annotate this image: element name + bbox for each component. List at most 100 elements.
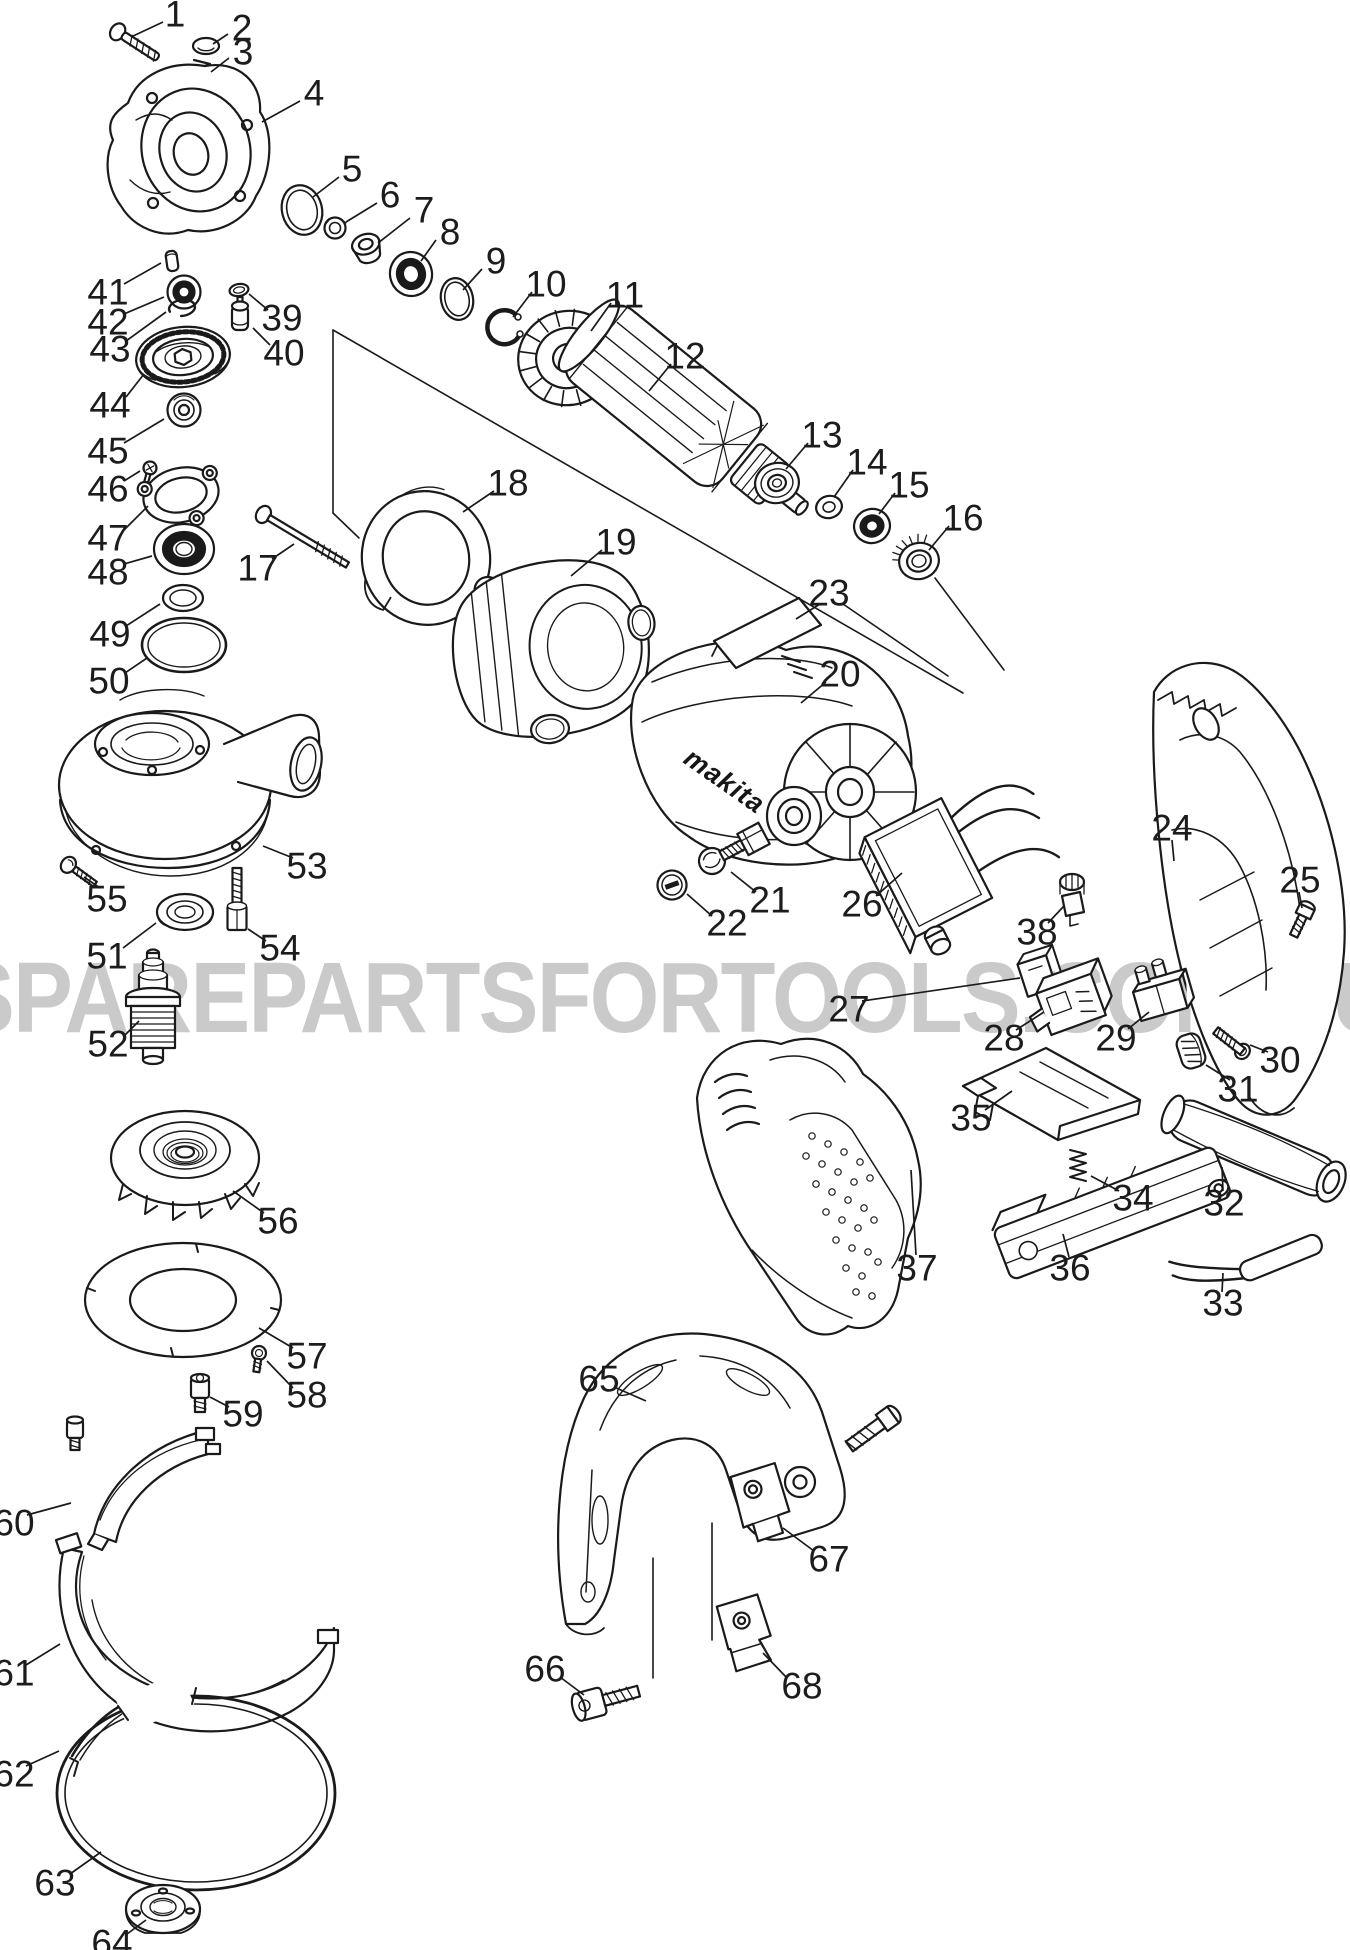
part-41-pin [164,249,180,273]
callout-26: 26 [841,884,882,925]
part-32-grip-tube [1160,1094,1347,1203]
leader-line-57 [258,1327,294,1349]
leader-line-34 [1090,1175,1120,1192]
callout-42: 42 [87,302,128,343]
part-59-socket-screw [189,1372,211,1414]
callout-24: 24 [1151,808,1192,849]
part-4-gear-housing [106,63,271,235]
part-49-felt-ring [161,583,205,613]
leader-line-36 [1062,1233,1070,1258]
diagram-art: makita [54,22,1347,1935]
callout-34: 34 [1112,1178,1153,1219]
callout-44: 44 [89,385,130,426]
leader-line-19 [570,549,603,577]
callout-22: 22 [706,903,747,944]
leader-line-56 [232,1190,265,1214]
part-28-switch [1028,957,1113,1037]
part-23-nameplate [712,596,823,670]
callout-40: 40 [263,333,304,374]
callout-16: 16 [942,498,983,539]
leader-line-60 [26,1502,72,1516]
part-40-oil-cap [230,295,250,332]
leader-line-27 [861,977,1021,1002]
callout-17: 17 [237,548,278,589]
part-36-switch-base [991,1146,1231,1280]
leader-line-54 [247,928,267,942]
part-56-pad-flange [109,1109,261,1221]
callout-62: 62 [0,1754,35,1795]
callout-45: 45 [87,431,128,472]
part-58-screw [250,1344,268,1374]
callout-31: 31 [1217,1069,1258,1110]
callout-18: 18 [487,463,528,504]
part-57-ring-plate [83,1241,283,1359]
leader-line-67 [782,1527,815,1552]
callout-2: 2 [232,8,253,49]
part-33-cord [1168,1233,1323,1282]
callout-65: 65 [578,1359,619,1400]
part-48-ball-bearing [152,522,216,576]
callout-68: 68 [781,1666,822,1707]
leader-line-59 [209,1396,230,1408]
part-26-controller [858,784,1061,956]
part-67-clamp [729,1462,791,1543]
callout-28: 28 [983,1018,1024,1059]
part-8-ball-bearing [388,250,434,298]
part-51-washer [155,892,215,932]
callout-61: 61 [0,1653,35,1694]
callout-13: 13 [801,415,842,456]
callout-10: 10 [525,264,566,305]
guide-line-3 [332,512,360,539]
callout-50: 50 [88,661,129,702]
leader-line-8 [420,239,437,262]
leader-line-7 [377,217,411,244]
callout-63: 63 [34,1863,75,1904]
guide-line-1 [332,329,964,694]
callout-47: 47 [87,518,128,559]
callout-41: 41 [87,272,128,313]
leader-line-1 [130,21,164,38]
leader-line-22 [686,893,713,917]
leader-line-5 [312,176,340,198]
part-21-brush-holder [697,821,771,876]
leader-line-46 [123,470,141,482]
callout-36: 36 [1049,1248,1090,1289]
callout-9: 9 [486,241,507,282]
part-44-bevel-gear [135,325,231,389]
leader-line-29 [1127,1011,1150,1030]
leader-line-16 [928,525,950,551]
leader-line-6 [345,202,378,223]
leader-line-55 [83,876,101,889]
part-15-bearing [852,507,892,545]
leader-line-13 [785,442,809,470]
leader-line-39 [248,293,269,311]
callout-3: 3 [233,32,254,73]
leader-line-10 [512,291,533,318]
leader-line-18 [462,490,495,513]
part-20-motor-housing: makita [630,637,918,866]
callout-43: 43 [89,329,130,370]
callout-5: 5 [342,149,363,190]
part-38-bracket [1058,872,1086,927]
leader-line-38 [1047,905,1065,924]
callout-39: 39 [261,298,302,339]
leader-line-28 [1015,1011,1045,1031]
leader-line-12 [648,363,672,392]
leader-line-63 [69,1851,102,1875]
callout-58: 58 [286,1375,327,1416]
part-1-screw [108,22,161,62]
callout-21: 21 [749,880,790,921]
callout-35: 35 [950,1098,991,1139]
callout-8: 8 [440,212,461,253]
callout-49: 49 [89,614,130,655]
callout-57: 57 [286,1336,327,1377]
leader-line-45 [123,418,165,444]
part-7-bearing-cone [350,232,382,265]
callout-27: 27 [828,989,869,1030]
part-54-screw [226,866,248,932]
callout-19: 19 [595,522,636,563]
callout-52: 52 [87,1024,128,1065]
guide-line-5 [934,577,1005,671]
